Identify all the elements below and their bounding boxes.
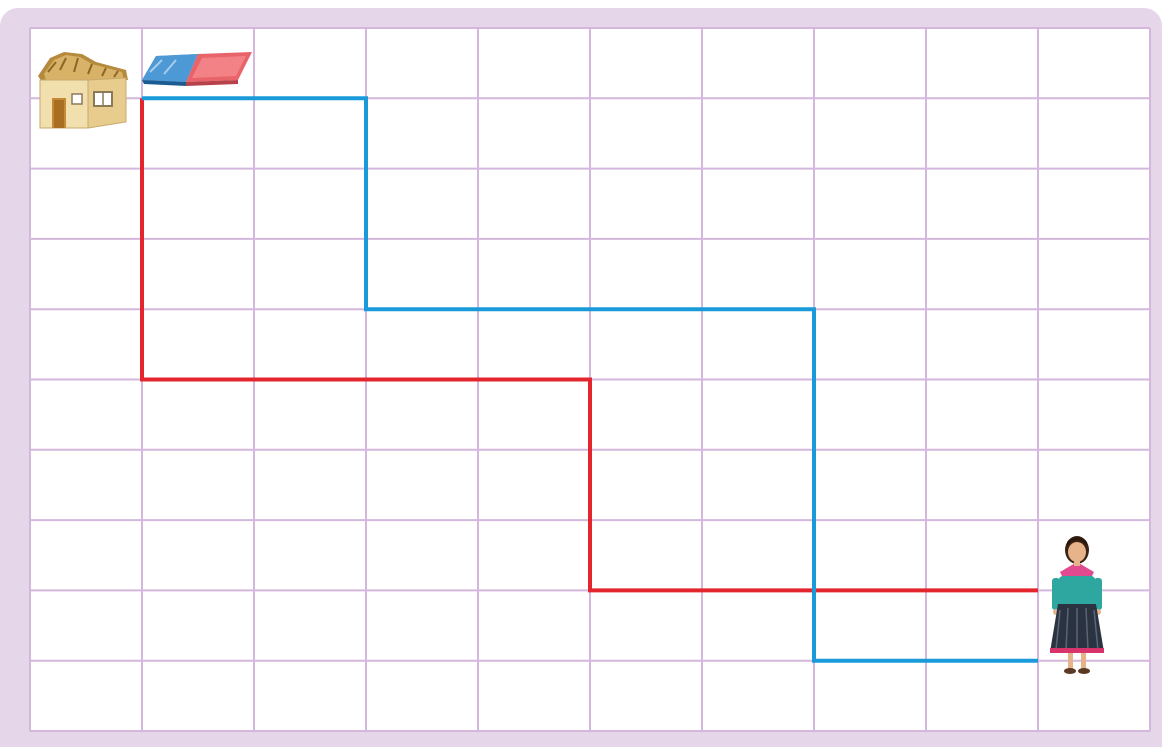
eraser-icon [142, 52, 252, 86]
